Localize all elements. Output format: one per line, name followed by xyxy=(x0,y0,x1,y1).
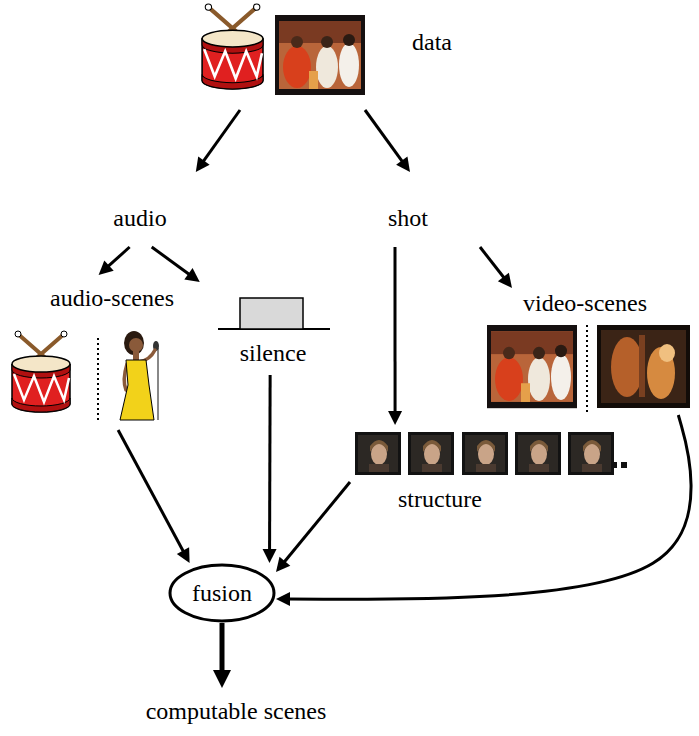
node-label: silence xyxy=(240,339,307,368)
video-frame xyxy=(275,15,365,95)
drum-icon xyxy=(202,4,263,89)
shot-thumbnails xyxy=(611,462,617,468)
arrow-line xyxy=(288,415,691,599)
arrow-line xyxy=(480,247,505,279)
singer-icon xyxy=(120,360,154,420)
singer-icon xyxy=(124,331,144,355)
flow-arrow xyxy=(118,430,190,563)
arrow-line xyxy=(108,247,130,267)
data-node: data xyxy=(195,5,465,110)
shot-thumbnails xyxy=(515,432,561,475)
shot-node: shot xyxy=(360,172,485,247)
arrow-head xyxy=(213,670,231,688)
silence-symbol xyxy=(218,298,330,329)
node-label: fusion xyxy=(192,579,252,608)
dotted-divider xyxy=(586,325,588,412)
flow-arrow xyxy=(263,375,277,563)
video-frame xyxy=(275,15,365,95)
flow-arrow xyxy=(99,247,130,275)
ellipse-outline xyxy=(170,565,274,621)
flow-arrow xyxy=(196,110,240,172)
video-frame xyxy=(597,325,690,408)
node-label: shot xyxy=(388,204,428,233)
video-frame xyxy=(597,325,690,408)
flow-arrow xyxy=(365,110,410,172)
drum-icon xyxy=(202,4,263,89)
flow-arrow xyxy=(276,415,691,606)
singer-icon xyxy=(124,364,127,390)
arrow-line xyxy=(203,110,240,162)
node-label: computable scenes xyxy=(146,697,327,726)
singer-icon xyxy=(133,350,139,360)
arrow-head xyxy=(276,557,290,572)
node-label: structure xyxy=(398,485,482,514)
arrow-head xyxy=(276,592,290,606)
silence-node: silence xyxy=(197,282,335,375)
singer-icon xyxy=(139,350,155,362)
shot-thumbnails xyxy=(355,432,627,475)
arrow-head xyxy=(396,157,410,172)
video-scenes-node: video-scenes xyxy=(483,288,693,415)
singer-icon xyxy=(153,341,159,351)
arrow-head xyxy=(177,547,190,563)
arrow-line xyxy=(268,375,272,551)
video-frame xyxy=(487,325,577,408)
singer-icon xyxy=(157,348,159,420)
flow-arrow xyxy=(213,623,231,688)
singer-icon xyxy=(120,331,159,420)
node-label: audio xyxy=(113,204,166,233)
arrow-line xyxy=(394,247,397,413)
result-node: computable scenes xyxy=(130,688,340,732)
shot-thumbnails xyxy=(408,432,454,475)
silence-symbol xyxy=(240,298,303,329)
arrow-head xyxy=(498,273,512,288)
audio-node: audio xyxy=(95,172,200,247)
shot-thumbnails xyxy=(355,432,401,475)
video-frame xyxy=(487,325,577,408)
arrow-line xyxy=(365,110,403,162)
drum-icon xyxy=(12,331,70,412)
arrow-line xyxy=(219,623,224,672)
silence-symbol xyxy=(218,328,330,330)
arrow-line xyxy=(152,247,190,275)
arrow-head xyxy=(184,268,199,282)
node-label: audio-scenes xyxy=(50,284,174,313)
flow-arrow xyxy=(152,247,200,282)
dotted-divider xyxy=(97,338,99,420)
node-label: video-scenes xyxy=(523,289,647,318)
singer-icon xyxy=(129,338,143,352)
fusion-ellipse: fusion xyxy=(168,563,276,623)
arrow-line xyxy=(284,482,350,563)
audio-scenes-node: audio-scenes xyxy=(5,275,200,430)
arrow-head xyxy=(263,549,277,563)
arrow-head xyxy=(99,260,114,275)
shot-thumbnails xyxy=(462,432,508,475)
flow-arrow xyxy=(480,247,512,288)
shot-thumbnails xyxy=(568,432,614,475)
arrow-head xyxy=(388,411,402,425)
flow-arrow xyxy=(276,482,350,572)
flow-arrow xyxy=(388,247,402,425)
arrow-head xyxy=(196,157,210,172)
drum-icon xyxy=(12,331,70,412)
arrow-line xyxy=(118,430,184,552)
node-label: data xyxy=(412,28,452,57)
structure-node: structure xyxy=(350,425,615,517)
shot-thumbnails xyxy=(621,462,627,468)
